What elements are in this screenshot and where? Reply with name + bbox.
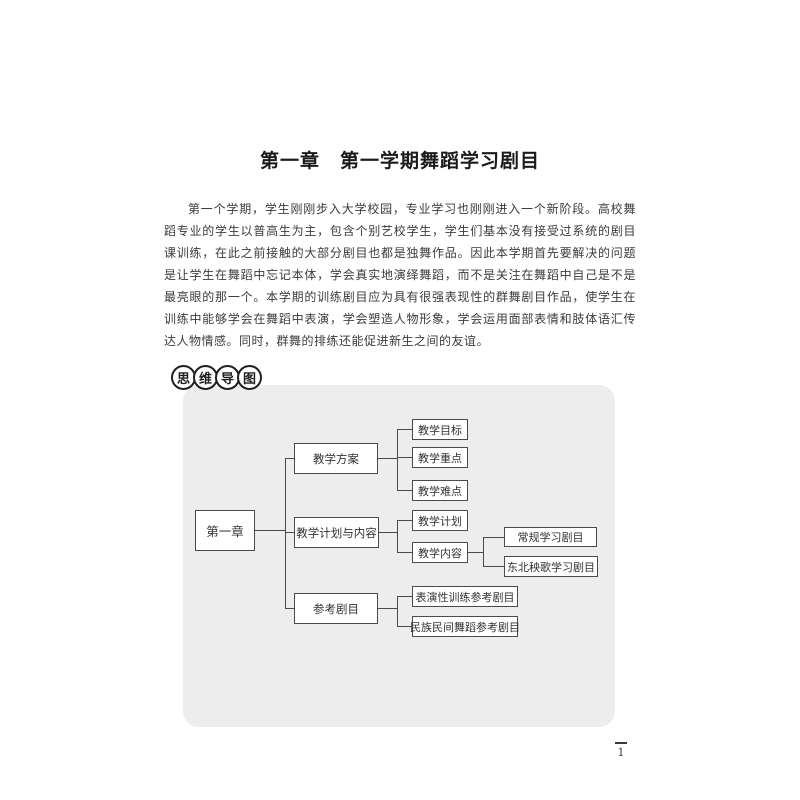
connector-line xyxy=(483,566,504,567)
node-teaching-scheme: 教学方案 xyxy=(294,443,378,474)
node-northeast-yangge-repertoire: 东北秧歌学习剧目 xyxy=(504,556,598,577)
connector-line xyxy=(397,596,398,627)
connector-line xyxy=(483,537,484,567)
node-teaching-difficulties: 教学难点 xyxy=(412,480,468,501)
connector-line xyxy=(397,490,412,491)
connector-line xyxy=(397,429,398,491)
node-reference-repertoire: 参考剧目 xyxy=(294,593,378,624)
node-regular-learning-repertoire: 常规学习剧目 xyxy=(504,527,597,547)
connector-line xyxy=(397,626,412,627)
node-folk-dance-reference: 民族民间舞蹈参考剧目 xyxy=(410,616,520,637)
connector-line xyxy=(397,520,398,553)
connector-line xyxy=(397,429,412,430)
connector-line xyxy=(285,458,294,459)
node-teaching-schedule: 教学计划 xyxy=(412,510,468,531)
node-teaching-key-points: 教学重点 xyxy=(412,447,468,468)
connector-line xyxy=(285,532,294,533)
node-teaching-objectives: 教学目标 xyxy=(412,419,468,440)
connector-line xyxy=(397,596,412,597)
connector-line xyxy=(255,530,285,531)
footer-rule xyxy=(615,742,627,744)
connector-line xyxy=(397,457,412,458)
chapter-title: 第一章 第一学期舞蹈学习剧目 xyxy=(259,150,540,172)
body-paragraph: 第一个学期，学生刚刚步入大学校园，专业学习也刚刚进入一个新阶段。高校舞蹈专业的学… xyxy=(164,202,636,348)
node-teaching-content: 教学内容 xyxy=(412,542,468,563)
node-teaching-plan-and-content: 教学计划与内容 xyxy=(294,517,379,548)
badge-char: 思 xyxy=(171,365,196,390)
page-number: 1 xyxy=(617,746,625,759)
page-footer: 1 xyxy=(605,742,637,759)
node-chapter-1: 第一章 xyxy=(195,510,255,551)
node-performance-training-reference: 表演性训练参考剧目 xyxy=(412,586,518,607)
mindmap-badge: 思 维 导 图 xyxy=(171,365,262,390)
connector-line xyxy=(378,458,397,459)
mindmap-panel: 第一章 教学方案 教学计划与内容 参考剧目 教学目标 教学重点 教学难点 教学计… xyxy=(183,385,615,727)
connector-line xyxy=(378,608,397,609)
badge-char: 导 xyxy=(215,365,240,390)
badge-char: 维 xyxy=(193,365,218,390)
connector-line xyxy=(379,532,397,533)
connector-line xyxy=(397,520,412,521)
connector-line xyxy=(468,552,483,553)
connector-line xyxy=(397,552,412,553)
connector-line xyxy=(285,458,286,609)
badge-char: 图 xyxy=(237,365,262,390)
connector-line xyxy=(285,608,294,609)
connector-line xyxy=(483,537,504,538)
